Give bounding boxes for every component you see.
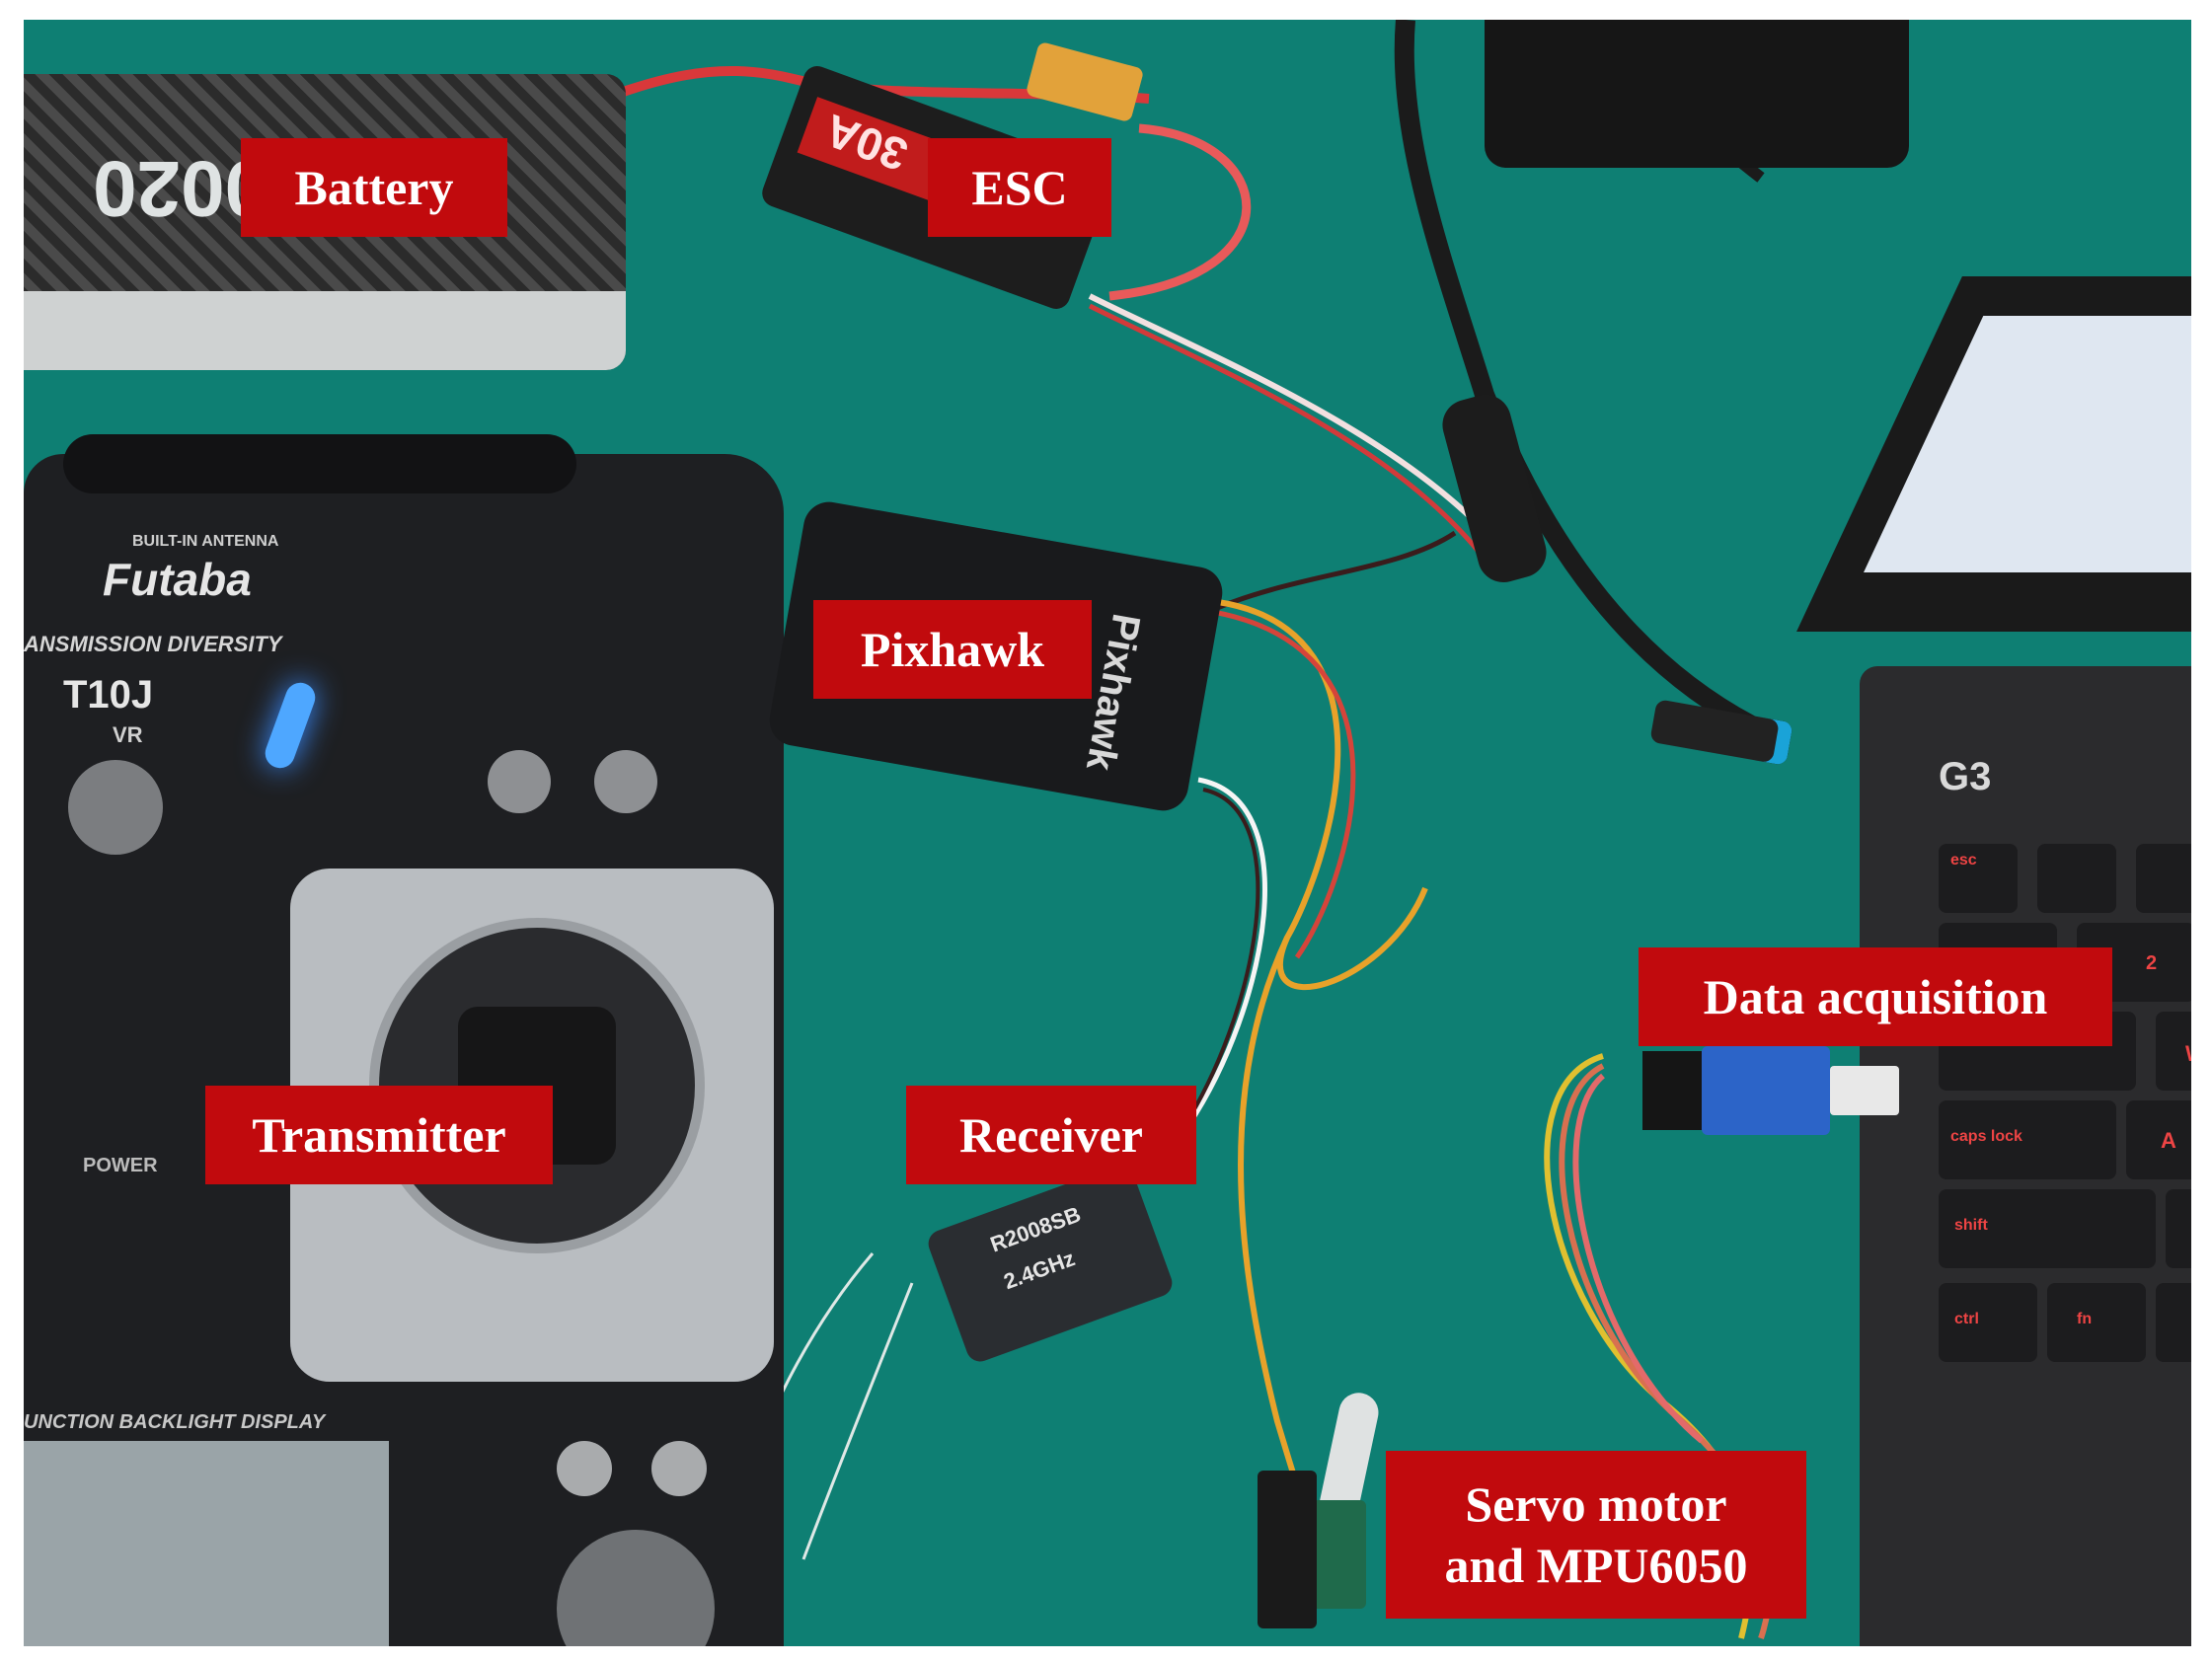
key-fn: fn [2047, 1283, 2146, 1362]
label-esc: ESC [928, 138, 1111, 237]
button-plus [557, 1441, 612, 1496]
blue-led [261, 678, 320, 773]
transmitter-vr-text: VR [113, 722, 143, 747]
key-ctrl-label: ctrl [1954, 1311, 1979, 1327]
key-w: W [2156, 1012, 2191, 1091]
transmitter-brand: Futaba [103, 554, 252, 605]
key-win [2156, 1283, 2191, 1362]
label-servo-line2: and MPU6050 [1444, 1538, 1748, 1593]
key-w-label: W [2185, 1041, 2191, 1067]
usb-plug [1830, 1066, 1899, 1115]
laptop-base: G3 esc 2 W caps lock A shift Z ctrl fn [1860, 666, 2191, 1646]
battery-wrap [24, 291, 626, 370]
transmitter-diversity-text: ANSMISSION DIVERSITY [24, 632, 282, 656]
jog-dial [557, 1530, 715, 1646]
power-adapter [1485, 20, 1909, 168]
key-vol [2136, 844, 2191, 913]
key-2-label: 2 [2146, 952, 2158, 974]
label-data-acquisition: Data acquisition [1639, 947, 2112, 1046]
toggle-switch-2 [594, 750, 657, 813]
vr-knob [68, 760, 163, 855]
key-ctrl: ctrl [1939, 1283, 2037, 1362]
key-a-label: A [2161, 1128, 2176, 1153]
label-pixhawk: Pixhawk [813, 600, 1092, 699]
battery-pack: 0020 [24, 74, 626, 370]
label-battery: Battery [241, 138, 507, 237]
button-minus [651, 1441, 707, 1496]
key-caps-label: caps lock [1950, 1128, 2022, 1145]
usb-serial-module [1702, 1046, 1830, 1135]
key-a: A [2126, 1100, 2191, 1179]
transmitter-power-text: POWER [83, 1155, 158, 1176]
transmitter-antenna-text: BUILT-IN ANTENNA [132, 533, 279, 550]
key-caps: caps lock [1939, 1100, 2116, 1179]
key-shift: shift [1939, 1189, 2156, 1268]
transmitter-handle [63, 434, 576, 493]
key-fn-label: fn [2077, 1311, 2093, 1327]
transmitter-bottom-text: UNCTION BACKLIGHT DISPLAY [24, 1411, 326, 1433]
toggle-switch-1 [488, 750, 551, 813]
key-esc-label: esc [1950, 852, 1977, 869]
label-transmitter: Transmitter [205, 1086, 553, 1184]
key-mute [2037, 844, 2116, 913]
key-esc: esc [1939, 844, 2018, 913]
label-servo-line1: Servo motor [1465, 1475, 1727, 1532]
servo-body [1258, 1471, 1317, 1628]
photo: 0020 30A G3 esc 2 W caps lock A shift Z … [24, 20, 2191, 1646]
usb-header-pins [1642, 1051, 1702, 1130]
label-receiver: Receiver [906, 1086, 1196, 1184]
key-z: Z [2166, 1189, 2191, 1268]
key-shift-label: shift [1954, 1217, 1988, 1234]
transmitter-body: BUILT-IN ANTENNA Futaba ANSMISSION DIVER… [24, 434, 784, 1646]
laptop-brand: G3 [1939, 755, 1992, 798]
esc-rating-text: 30A [817, 104, 914, 182]
receiver-band-text: 2.4GHz [1000, 1246, 1079, 1295]
transmitter-model: T10J [63, 673, 154, 717]
lcd-display [24, 1441, 389, 1646]
label-servo-mpu: Servo motor and MPU6050 [1386, 1451, 1806, 1619]
